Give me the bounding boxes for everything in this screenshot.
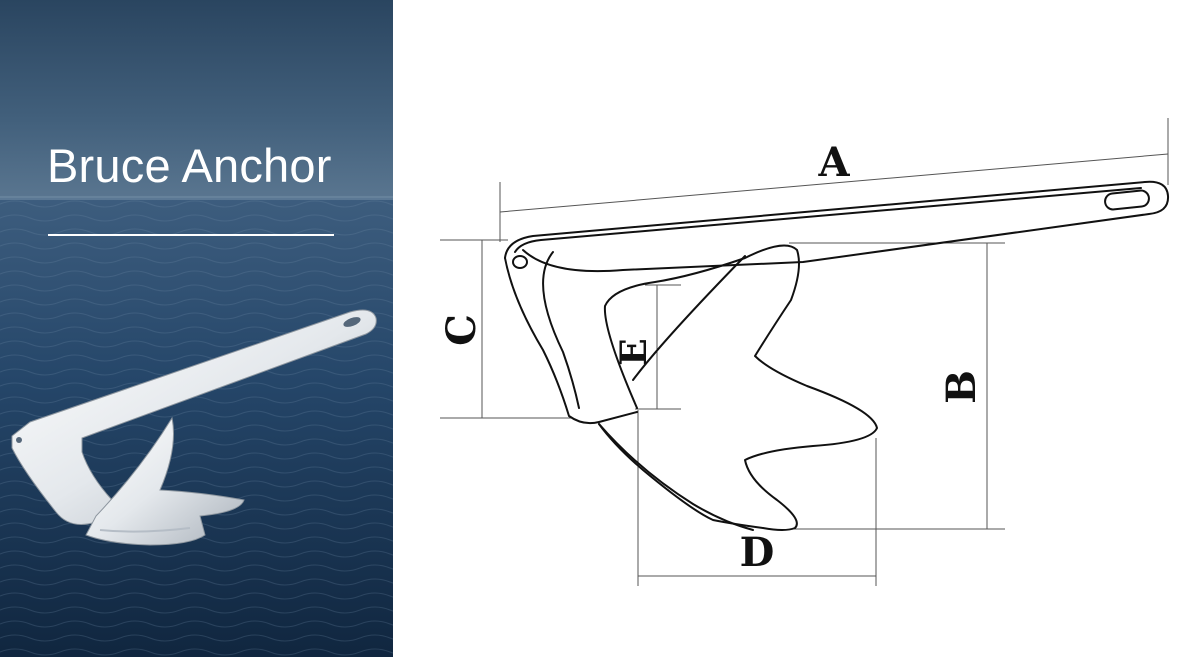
dimension-label-c: C [438, 314, 485, 346]
title-underline [48, 234, 334, 236]
sea-background-image [0, 0, 393, 657]
anchor-dimension-diagram: A C B E D [438, 118, 1170, 586]
anchor-photo [11, 309, 377, 546]
anchor-fluke [598, 244, 878, 531]
anchor-fluke-lower-edge [598, 423, 754, 531]
anchor-shackle-slot [1104, 189, 1150, 211]
dimension-label-d: D [740, 529, 775, 576]
dimension-diagram-panel: A C B E D [393, 0, 1200, 657]
dimension-a-line [499, 153, 1169, 213]
anchor-fluke-crease [632, 255, 746, 381]
anchor-crown-inner [542, 251, 580, 409]
dimension-label-e: E [613, 338, 655, 365]
dimension-label-b: B [938, 370, 985, 404]
anchor-pivot-hole [512, 255, 528, 269]
anchor-shank [504, 180, 1170, 273]
anchor-outline [504, 180, 1170, 531]
anchor-shank-inner-edge [514, 187, 1142, 253]
anchor-crown-outer [504, 257, 638, 425]
dimension-lines [440, 118, 1169, 586]
dimension-label-a: A [817, 139, 850, 186]
product-photo-banner: Bruce Anchor [0, 0, 393, 657]
banner-title: Bruce Anchor [47, 139, 332, 192]
